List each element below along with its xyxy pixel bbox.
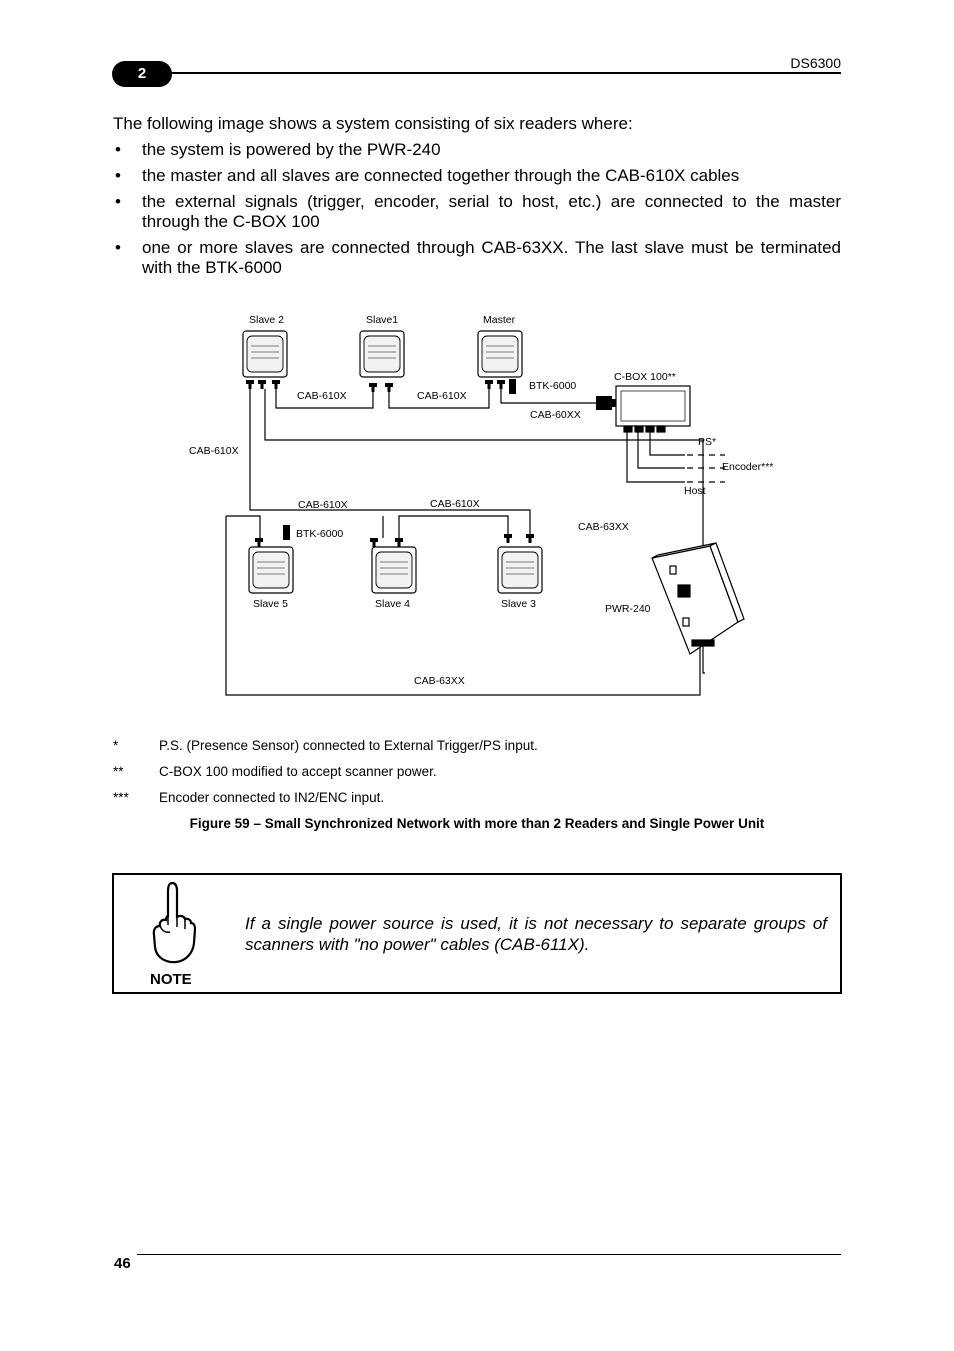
label-cab63xx: CAB-63XX	[578, 521, 629, 533]
bullet-item: one or more slaves are connected through…	[113, 238, 841, 278]
figure-caption: Figure 59 – Small Synchronized Network w…	[189, 816, 765, 831]
label-cab610x: CAB-610X	[189, 445, 239, 457]
cbox-100-icon	[615, 385, 691, 433]
label-slave1: Slave1	[366, 314, 398, 326]
label-host: Host	[684, 485, 706, 497]
signal-dashes	[687, 454, 725, 483]
network-diagram: Slave 2 Slave1 Master Slave 5 Slave 4 Sl…	[189, 314, 773, 696]
cable-lines	[225, 389, 705, 696]
chapter-badge: 2	[112, 61, 172, 87]
footnote-mark: ***	[113, 790, 129, 805]
bullet-item: the master and all slaves are connected …	[113, 166, 841, 186]
bullet-list: the system is powered by the PWR-240 the…	[113, 140, 841, 284]
label-cab610x: CAB-610X	[298, 499, 348, 511]
header-rule	[150, 72, 841, 74]
bullet-item: the external signals (trigger, encoder, …	[113, 192, 841, 232]
reader-slave5-icon	[248, 546, 294, 594]
label-master: Master	[483, 314, 516, 326]
label-btk6000: BTK-6000	[296, 528, 343, 540]
note-label: NOTE	[150, 971, 192, 988]
label-cbox: C-BOX 100**	[614, 371, 676, 383]
connector-icons	[246, 380, 534, 547]
reader-slave3-icon	[497, 546, 543, 594]
note-box: NOTE If a single power source is used, i…	[112, 873, 842, 994]
footnote-mark: **	[113, 764, 124, 779]
label-encoder: Encoder***	[722, 461, 773, 473]
label-slave5: Slave 5	[253, 598, 288, 610]
bullet-item: the system is powered by the PWR-240	[113, 140, 841, 160]
footnote-text: P.S. (Presence Sensor) connected to Exte…	[159, 738, 538, 753]
label-ps: PS*	[698, 436, 716, 448]
footnote-text: C-BOX 100 modified to accept scanner pow…	[159, 764, 437, 779]
footnote-mark: *	[113, 738, 119, 753]
label-cab63xx: CAB-63XX	[414, 675, 465, 687]
reader-slave2-icon	[242, 330, 288, 378]
footnote-text: Encoder connected to IN2/ENC input.	[159, 790, 385, 805]
page-number: 46	[114, 1255, 131, 1272]
label-slave3: Slave 3	[501, 598, 536, 610]
label-pwr240: PWR-240	[605, 603, 651, 615]
label-slave2: Slave 2	[249, 314, 284, 326]
label-cab610x: CAB-610X	[417, 390, 467, 402]
intro-paragraph: The following image shows a system consi…	[113, 114, 633, 133]
footer-rule	[137, 1254, 841, 1255]
cab60xx-plug-icon	[596, 396, 616, 410]
label-slave4: Slave 4	[375, 598, 410, 610]
reader-master-icon	[477, 330, 523, 378]
label-cab610x: CAB-610X	[430, 498, 480, 510]
label-cab610x: CAB-610X	[297, 390, 347, 402]
label-btk6000: BTK-6000	[529, 380, 576, 392]
document-code: DS6300	[790, 55, 841, 71]
reader-slave4-icon	[371, 546, 417, 594]
reader-slave1-icon	[359, 330, 405, 378]
pointing-hand-icon	[152, 881, 196, 964]
note-text: If a single power source is used, it is …	[245, 914, 827, 954]
btk-terminator-icon	[283, 379, 516, 540]
label-cab60xx: CAB-60XX	[530, 409, 581, 421]
pwr-240-icon	[651, 542, 745, 655]
